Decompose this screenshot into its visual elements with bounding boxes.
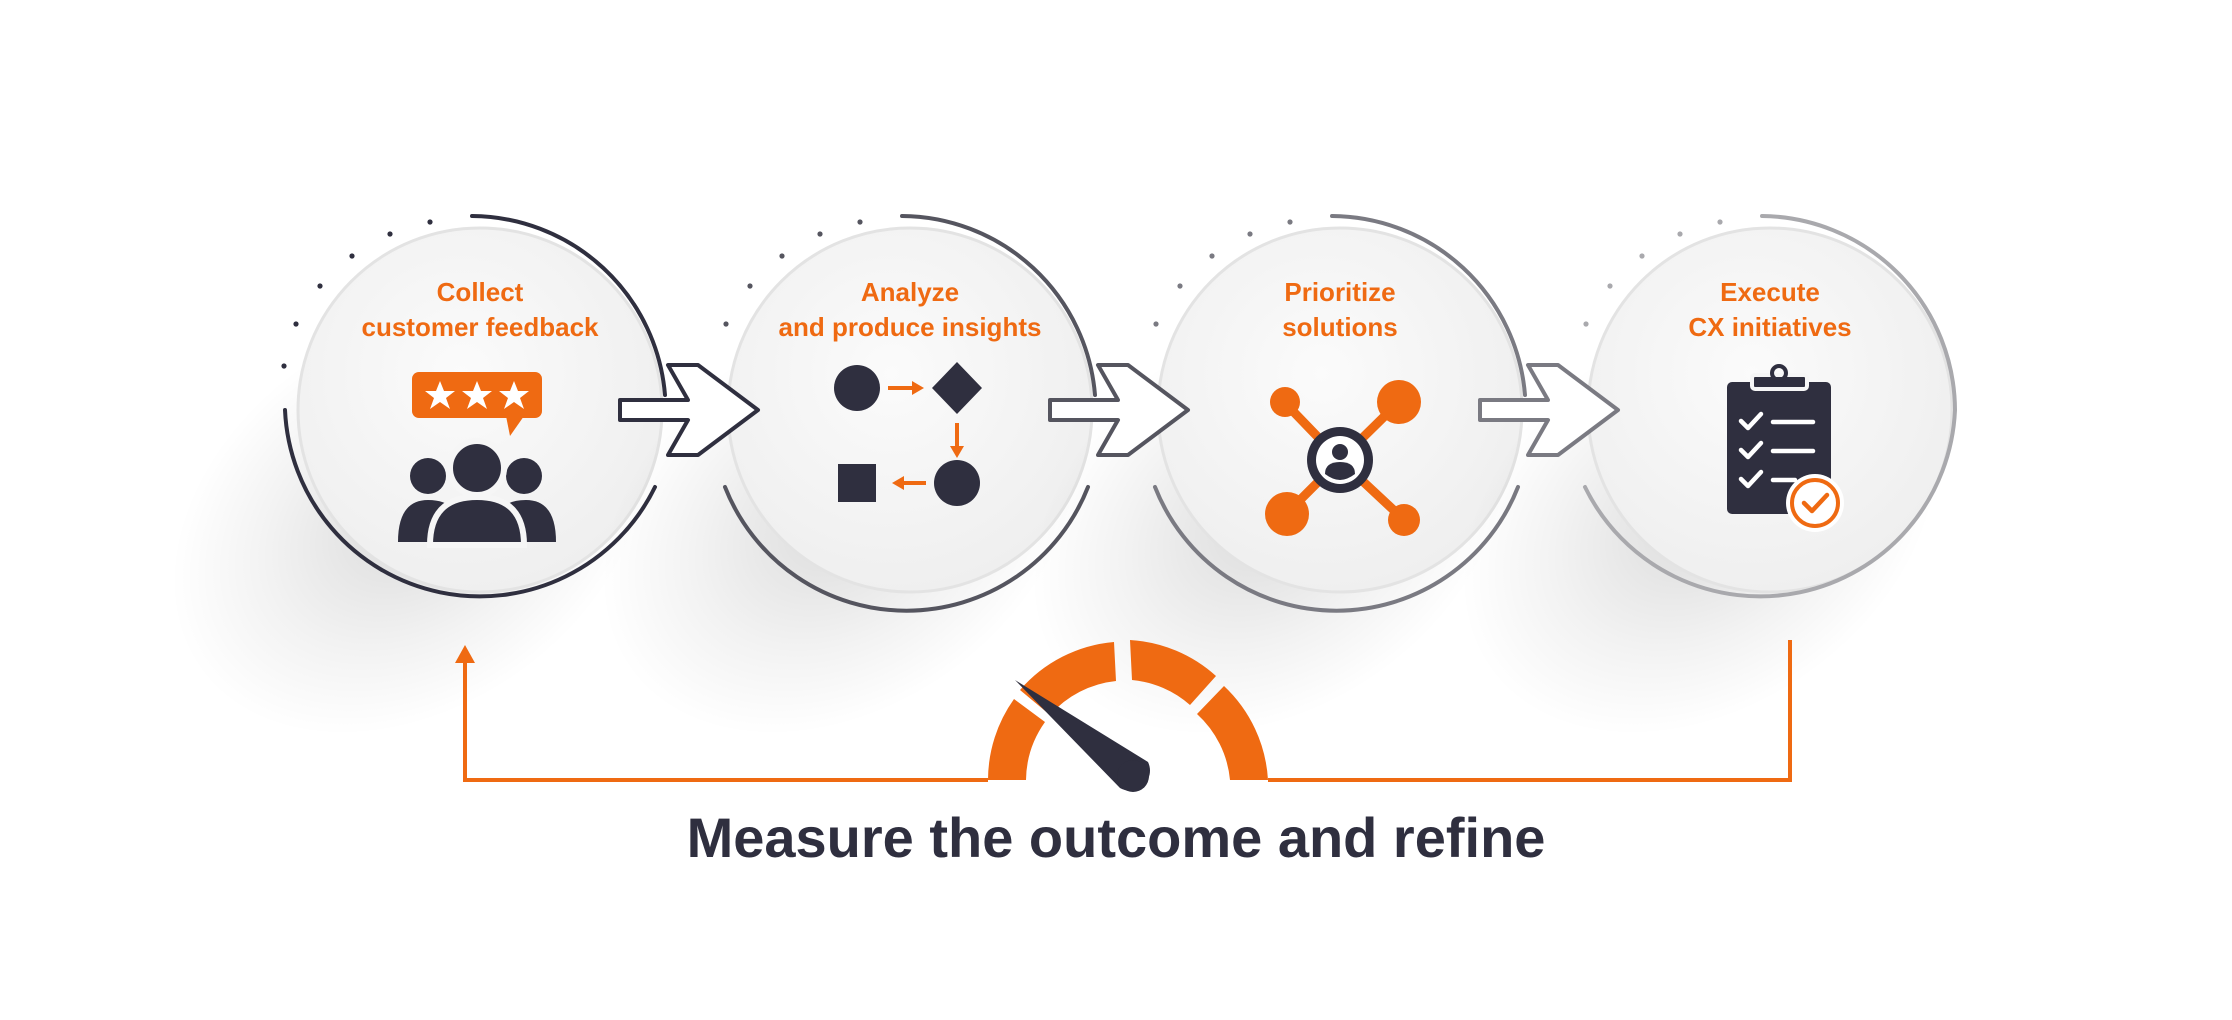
arrow-right-icon xyxy=(1478,363,1620,457)
feedback-loop-line xyxy=(463,640,1792,782)
step-2-subtitle: and produce insights xyxy=(778,312,1042,342)
speedometer-icon xyxy=(988,640,1268,792)
step-4-subtitle: CX initiatives xyxy=(1688,312,1852,342)
step-2-label: Analyze and produce insights xyxy=(740,275,1080,345)
step-1-subtitle: customer feedback xyxy=(361,312,599,342)
step-1-title: Collect xyxy=(436,277,524,307)
step-4-title: Execute xyxy=(1720,277,1820,307)
checklist-clipboard-icon xyxy=(1727,364,1844,532)
step-1-label: Collect customer feedback xyxy=(310,275,650,345)
step-3-subtitle: solutions xyxy=(1282,312,1398,342)
arrow-right-icon xyxy=(1048,363,1190,457)
network-person-icon xyxy=(1265,380,1421,536)
step-3-title: Prioritize xyxy=(1284,277,1396,307)
step-4-label: Execute CX initiatives xyxy=(1600,275,1940,345)
step-2-title: Analyze xyxy=(860,277,960,307)
customer-feedback-icon xyxy=(398,372,556,548)
step-3-label: Prioritize solutions xyxy=(1170,275,1510,345)
arrow-right-icon xyxy=(618,363,760,457)
loop-arrowhead-icon xyxy=(455,645,475,663)
process-flow-icon xyxy=(834,362,982,506)
measure-outcome-caption: Measure the outcome and refine xyxy=(686,806,1546,869)
